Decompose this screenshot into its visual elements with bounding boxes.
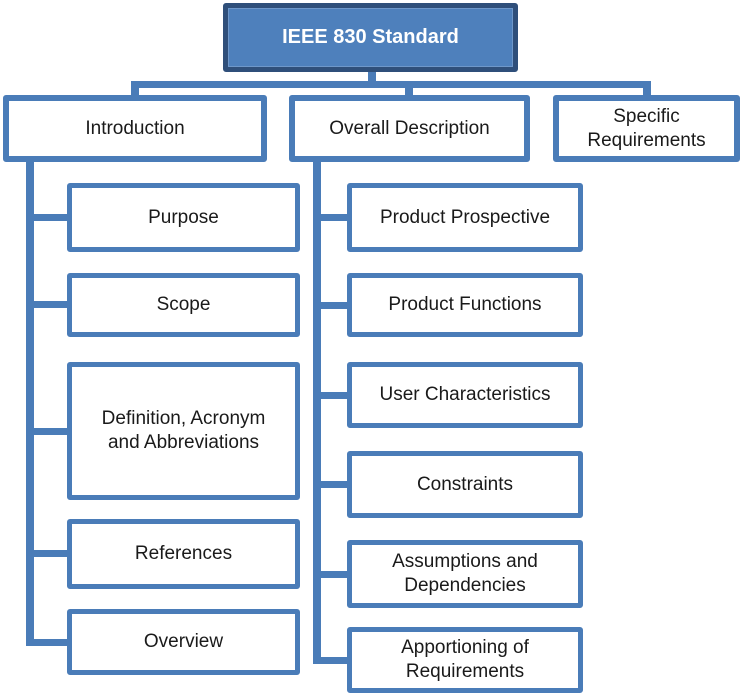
connector-drop-introduction <box>131 86 139 95</box>
node-overall-description: Overall Description <box>289 95 530 162</box>
trunk-overall-description <box>313 162 321 664</box>
node-introduction: Introduction <box>3 95 267 162</box>
node-references: References <box>67 519 300 589</box>
node-product-prospective: Product Prospective <box>347 183 583 252</box>
stub-product-functions <box>321 302 347 309</box>
stub-apportioning-requirements <box>321 657 347 664</box>
node-assumptions-dependencies: Assumptions and Dependencies <box>347 540 583 608</box>
stub-purpose <box>34 214 67 221</box>
node-scope: Scope <box>67 273 300 337</box>
connector-drop-specific-requirements <box>643 86 651 95</box>
node-product-functions: Product Functions <box>347 273 583 337</box>
node-purpose: Purpose <box>67 183 300 252</box>
connector-top-horizontal <box>131 81 651 88</box>
node-ieee-830-standard: IEEE 830 Standard <box>223 3 518 72</box>
node-definitions-acronym-abbreviations: Definition, Acronym and Abbreviations <box>67 362 300 500</box>
node-user-characteristics: User Characteristics <box>347 362 583 428</box>
stub-constraints <box>321 481 347 488</box>
node-apportioning-requirements: Apportioning of Requirements <box>347 627 583 693</box>
node-constraints: Constraints <box>347 451 583 518</box>
stub-scope <box>34 301 67 308</box>
stub-user-characteristics <box>321 392 347 399</box>
stub-definitions <box>34 428 67 435</box>
node-overview: Overview <box>67 609 300 675</box>
node-specific-requirements: Specific Requirements <box>553 95 740 162</box>
stub-product-prospective <box>321 214 347 221</box>
trunk-introduction <box>26 162 34 646</box>
stub-overview <box>34 639 67 646</box>
connector-drop-overall-description <box>405 86 413 95</box>
connector-root-drop <box>368 72 376 82</box>
stub-assumptions-dependencies <box>321 571 347 578</box>
stub-references <box>34 550 67 557</box>
